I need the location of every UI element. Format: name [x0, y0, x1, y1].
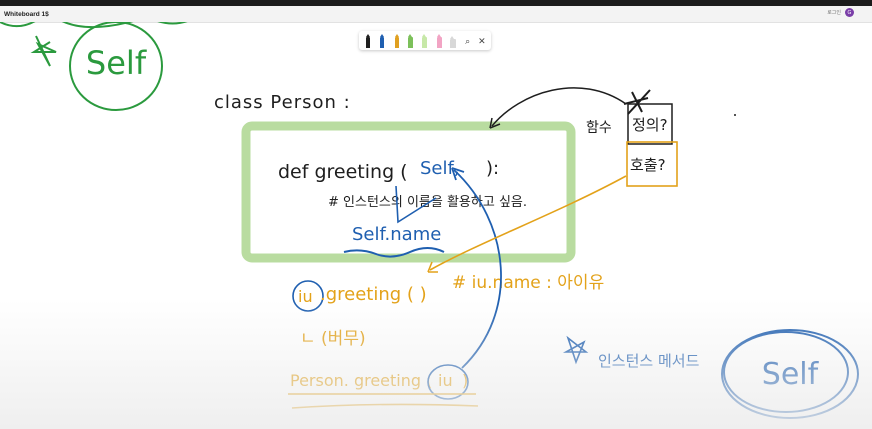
app-title: Whiteboard 1$ — [4, 10, 49, 18]
arrowhead-icon — [489, 117, 501, 129]
signin-link[interactable]: 로그인 — [827, 10, 841, 16]
pen-icon — [394, 33, 399, 48]
title-bar: Whiteboard 1$ 로그인 G — [0, 6, 872, 23]
call-arrow — [429, 175, 627, 271]
eraser-tool[interactable] — [448, 34, 458, 48]
avatar[interactable]: G — [845, 8, 854, 17]
star-icon — [30, 35, 57, 67]
eraser-icon — [450, 35, 457, 48]
call-box — [626, 141, 678, 187]
bottom-self-text: Self — [762, 357, 820, 392]
self-to-name-link — [395, 185, 437, 224]
account-area: 로그인 G — [827, 8, 854, 17]
self-name-underline — [343, 247, 445, 258]
ink-toolbar: ⌕ ✕ — [359, 31, 491, 50]
star-icon — [562, 335, 589, 365]
star-icon — [623, 89, 651, 115]
orange-pen-tool[interactable] — [392, 33, 402, 48]
pen-icon — [380, 33, 385, 48]
highlighter-icon — [408, 33, 414, 48]
result-line: ㄴ (버무) — [300, 329, 366, 349]
highlighter-icon — [436, 33, 442, 48]
define-box — [627, 103, 673, 145]
person-call-underline-2 — [291, 403, 479, 409]
define-arrow — [491, 87, 627, 127]
bottom-note: 인스턴스 메서드 — [598, 352, 700, 370]
top-self-text: Self — [86, 44, 147, 82]
top-self-circle — [69, 22, 163, 111]
lasso-icon: ⌕ — [465, 35, 471, 46]
top-left-doodle — [0, 22, 188, 111]
highlighter-icon — [422, 33, 428, 48]
blue-pen-tool[interactable] — [377, 33, 387, 48]
black-pen-tool[interactable] — [363, 33, 373, 48]
person-call-arg: iu — [438, 371, 453, 390]
self-name-text: Self.name — [352, 224, 441, 245]
method-highlight-box — [241, 121, 576, 263]
person-call-line: Person. greeting ( — [290, 371, 432, 390]
close-icon: ✕ — [478, 35, 486, 46]
light-green-highlighter-tool[interactable] — [420, 33, 430, 48]
pen-icon — [366, 33, 371, 48]
green-highlighter-tool[interactable] — [406, 33, 416, 48]
whiteboard-canvas[interactable]: Self class Person : def greeting ( Self,… — [0, 22, 872, 429]
call-method: .greeting ( ) — [320, 284, 427, 305]
os-top-strip — [0, 0, 872, 6]
call-comment: # iu.name : 아이유 — [452, 273, 604, 293]
def-line-end: ): — [486, 158, 499, 179]
call-object: iu — [298, 287, 313, 306]
lasso-tool[interactable]: ⌕ — [463, 34, 473, 48]
close-toolbar-button[interactable]: ✕ — [477, 34, 487, 48]
side-func-label: 함수 — [586, 120, 612, 136]
arrowhead-icon — [427, 261, 438, 273]
def-line: def greeting ( — [278, 161, 408, 183]
side-define-label: 정의? — [632, 116, 668, 134]
side-call-label: 호출? — [630, 156, 666, 174]
class-line: class Person : — [214, 92, 351, 113]
ink-dot — [734, 114, 736, 116]
pink-highlighter-tool[interactable] — [434, 33, 444, 48]
def-self-param: Self, — [420, 158, 460, 179]
arrowhead-icon — [451, 167, 465, 181]
